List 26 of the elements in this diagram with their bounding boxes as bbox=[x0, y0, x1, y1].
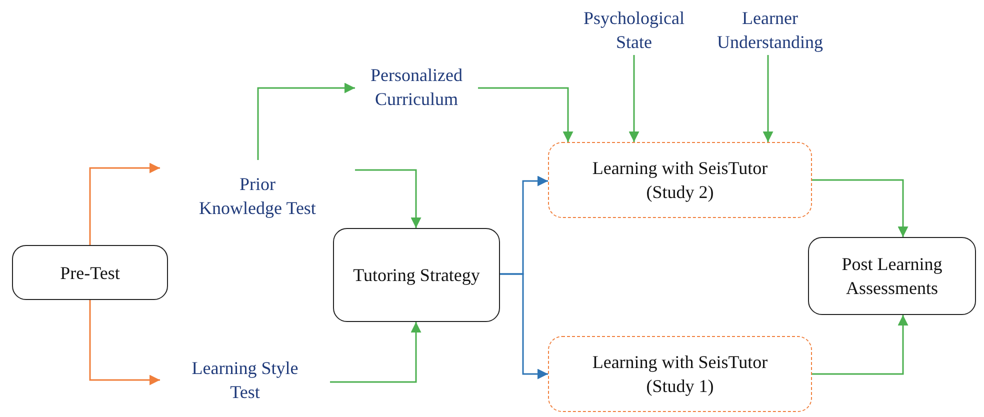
dashed-process-box bbox=[548, 336, 812, 412]
arrow bbox=[812, 179, 908, 237]
box-label: Pre-Test bbox=[60, 262, 120, 284]
node-label: Learner Understanding bbox=[716, 7, 824, 54]
box-label: Tutoring Strategy bbox=[353, 264, 480, 287]
arrow bbox=[257, 82, 355, 160]
node-label: Personalized Curriculum bbox=[370, 64, 464, 111]
box-label: Learning with SeisTutor (Study 1) bbox=[591, 351, 769, 398]
box-label: Learning with SeisTutor (Study 2) bbox=[591, 157, 769, 204]
arrow bbox=[812, 315, 908, 375]
process-box bbox=[808, 237, 976, 315]
arrow bbox=[355, 169, 422, 228]
arrow bbox=[89, 300, 160, 386]
process-box bbox=[12, 245, 168, 300]
process-box bbox=[333, 228, 500, 322]
node-label: Psychological State bbox=[582, 7, 686, 54]
arrow bbox=[330, 322, 422, 383]
arrow bbox=[500, 273, 548, 380]
arrow bbox=[478, 87, 574, 142]
box-label: Post Learning Assessments bbox=[840, 253, 944, 300]
arrow bbox=[89, 162, 160, 245]
arrow bbox=[762, 55, 774, 142]
arrow bbox=[628, 55, 640, 142]
node-label: Learning Style Test bbox=[190, 357, 300, 404]
dashed-process-box bbox=[548, 142, 812, 218]
node-label: Prior Knowledge Test bbox=[198, 173, 317, 220]
